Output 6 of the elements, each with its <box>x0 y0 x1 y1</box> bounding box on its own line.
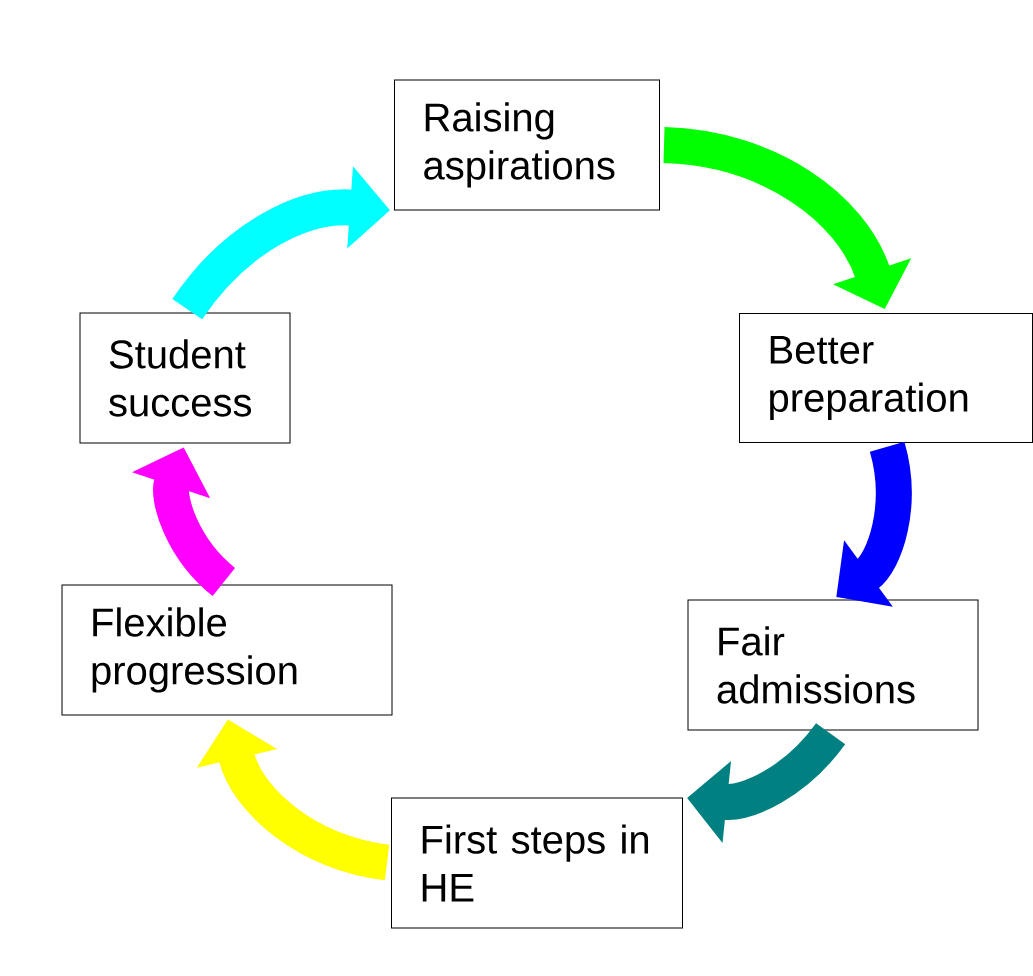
text-box: Better preparation <box>739 313 1033 443</box>
text-box: Flexible progression <box>61 584 393 716</box>
text-box: First steps in HE <box>391 797 683 929</box>
text-box: Student success <box>79 312 291 444</box>
text-box: Fair admissions <box>687 599 979 731</box>
text-box: Raising aspirations <box>394 79 660 211</box>
